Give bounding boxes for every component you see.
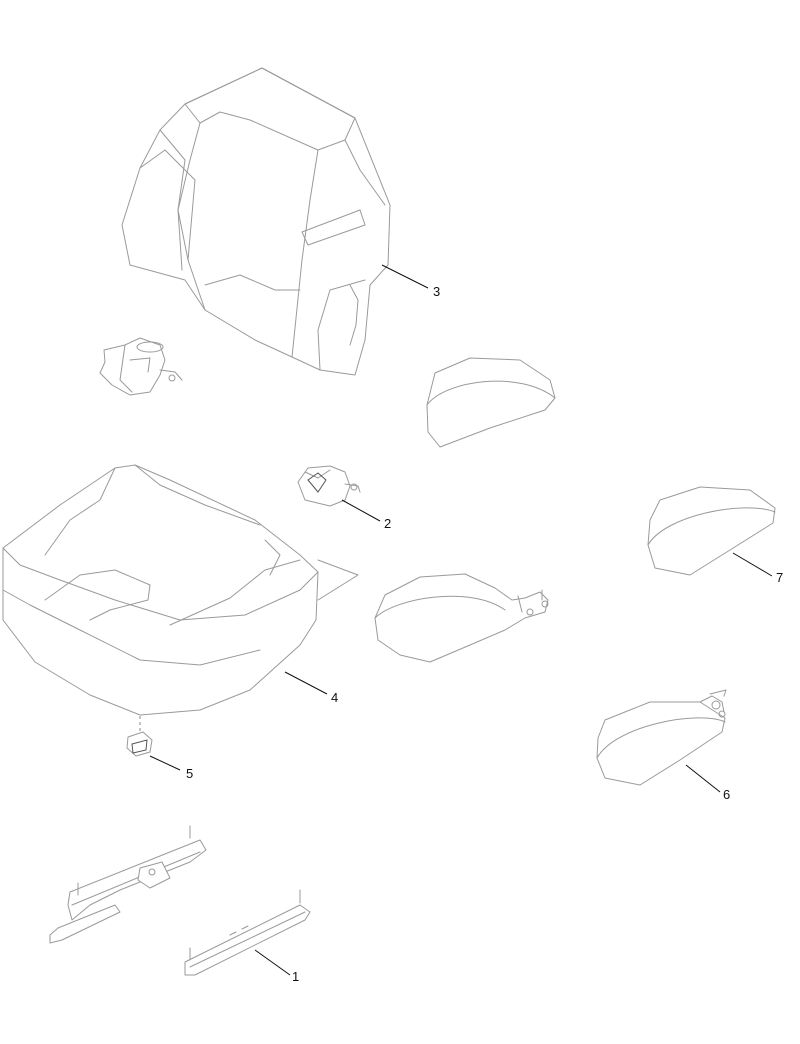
- leader-lines: [149, 264, 773, 976]
- seat-back-cushion[interactable]: [121, 67, 391, 376]
- callout-4: 4: [331, 690, 338, 705]
- callout-5: 5: [186, 766, 193, 781]
- callout-1: 1: [292, 969, 299, 984]
- armrest-pad-upper[interactable]: [426, 357, 556, 448]
- seat-slide-rails[interactable]: [49, 825, 311, 976]
- callout-labels: 3 2 4 5 6 7 1: [186, 284, 783, 984]
- seat-bottom-cushion[interactable]: [2, 464, 359, 716]
- callout-7: 7: [776, 570, 783, 585]
- callout-6: 6: [723, 787, 730, 802]
- seat-belt-retractor[interactable]: [99, 337, 183, 396]
- armrest-left[interactable]: [374, 573, 549, 663]
- callout-2: 2: [384, 516, 391, 531]
- seat-belt-buckle[interactable]: [297, 465, 361, 507]
- callout-3: 3: [433, 284, 440, 299]
- armrest-right[interactable]: [596, 689, 727, 786]
- armrest-pad[interactable]: [647, 486, 776, 576]
- seat-switch[interactable]: [126, 731, 153, 757]
